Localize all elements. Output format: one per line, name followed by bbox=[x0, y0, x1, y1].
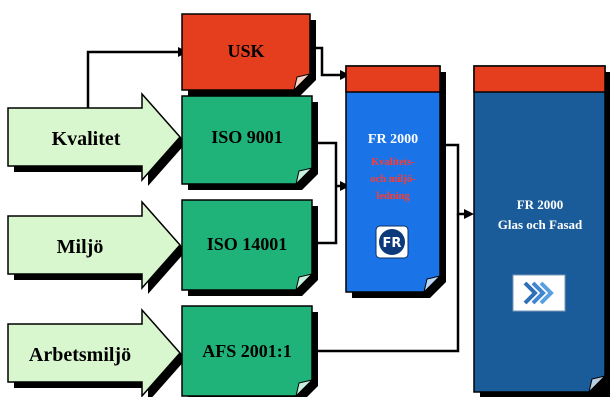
connector-fr2000-result bbox=[440, 143, 468, 216]
fr2000-title: FR 2000 bbox=[368, 132, 418, 147]
fr-logo-icon: FR bbox=[375, 225, 409, 259]
standard-label-afs: AFS 2001:1 bbox=[202, 341, 292, 361]
arrowhead-result bbox=[464, 209, 474, 219]
fr2000-header-band bbox=[345, 65, 441, 93]
result-title: FR 2000 bbox=[517, 197, 564, 212]
fr2000-box: FR 2000 Kvalitets- och miljö- ledning FR bbox=[345, 65, 446, 298]
fr2000-subtitle-line-3: ledning bbox=[376, 191, 410, 202]
input-arrow-kvalitet: Kvalitet bbox=[7, 92, 186, 186]
arrowhead-usk bbox=[340, 70, 350, 80]
standard-label-iso9001: ISO 9001 bbox=[211, 127, 283, 147]
standard-box-iso14001: ISO 14001 bbox=[181, 199, 318, 296]
input-arrow-arbetsmiljo: Arbetsmiljö bbox=[7, 308, 186, 397]
chevrons-icon bbox=[512, 274, 566, 312]
arrowhead-iso bbox=[340, 181, 350, 191]
standard-box-afs: AFS 2001:1 bbox=[181, 305, 318, 397]
fr2000-subtitle-line-1: Kvalitets- bbox=[371, 157, 415, 168]
fr2000-subtitle-line-2: och miljö- bbox=[370, 174, 416, 185]
fr-logo-letters: FR bbox=[383, 236, 402, 251]
input-label-kvalitet: Kvalitet bbox=[52, 128, 121, 150]
result-header-band bbox=[473, 65, 606, 93]
input-label-arbetsmiljo: Arbetsmiljö bbox=[29, 344, 131, 366]
connector-afs-result bbox=[312, 214, 460, 353]
result-subtitle: Glas och Fasad bbox=[498, 217, 583, 232]
standard-label-usk: USK bbox=[227, 41, 264, 61]
result-box: FR 2000 Glas och Fasad bbox=[473, 65, 610, 397]
input-label-miljo: Miljö bbox=[57, 236, 104, 258]
connector-kvalitet-usk bbox=[86, 50, 182, 113]
connector-iso-fr2000 bbox=[312, 141, 340, 245]
standard-box-usk: USK bbox=[181, 13, 316, 96]
input-arrow-miljo: Miljö bbox=[7, 200, 186, 294]
standard-box-iso9001: ISO 9001 bbox=[181, 95, 318, 190]
standard-label-iso14001: ISO 14001 bbox=[207, 234, 288, 254]
